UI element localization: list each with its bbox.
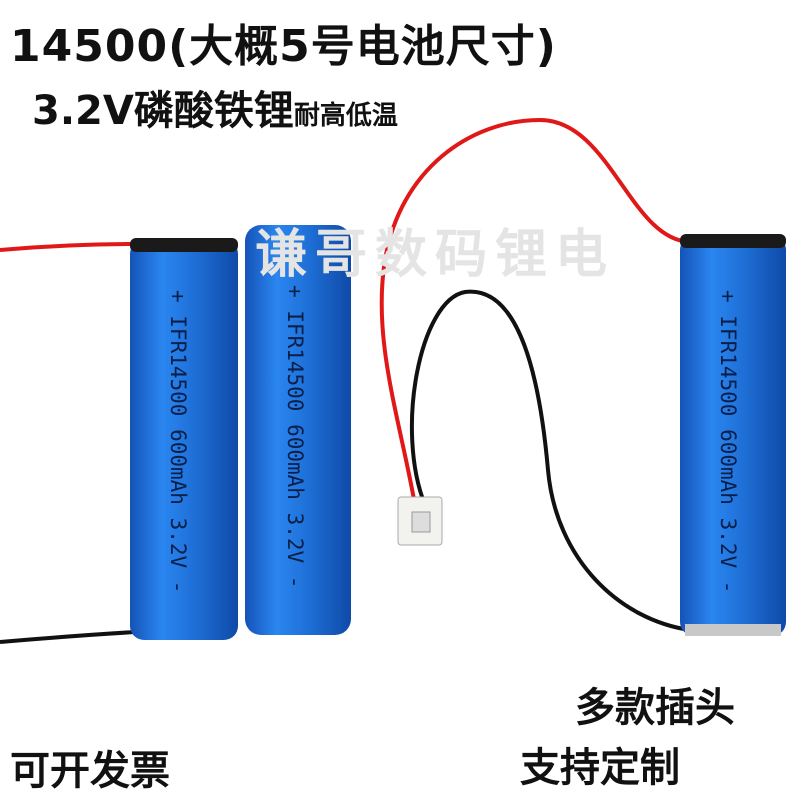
headline-title: 14500(大概5号电池尺寸) <box>10 21 557 72</box>
black-wire <box>409 289 691 632</box>
battery-label: + IFR14500 600mAh 3.2V - <box>283 285 307 589</box>
battery-label: + IFR14500 600mAh 3.2V - <box>166 290 190 594</box>
headline-subtitle: 3.2V磷酸铁锂耐高低温 <box>32 78 398 136</box>
red-wire <box>0 242 136 252</box>
battery-1 <box>130 238 238 640</box>
battery-3 <box>680 234 786 636</box>
black-wire <box>0 630 136 644</box>
battery-2 <box>245 225 351 635</box>
caption-custom: 支持定制 <box>520 745 680 791</box>
caption-plugs: 多款插头 <box>575 685 735 731</box>
caption-invoice: 可开发票 <box>10 748 170 794</box>
battery-label: + IFR14500 600mAh 3.2V - <box>716 290 740 594</box>
red-wire <box>379 117 691 506</box>
watermark: 谦哥数码锂电 <box>255 225 616 285</box>
chemistry-text: 3.2V磷酸铁锂 <box>32 88 294 134</box>
temperature-text: 耐高低温 <box>293 101 398 131</box>
